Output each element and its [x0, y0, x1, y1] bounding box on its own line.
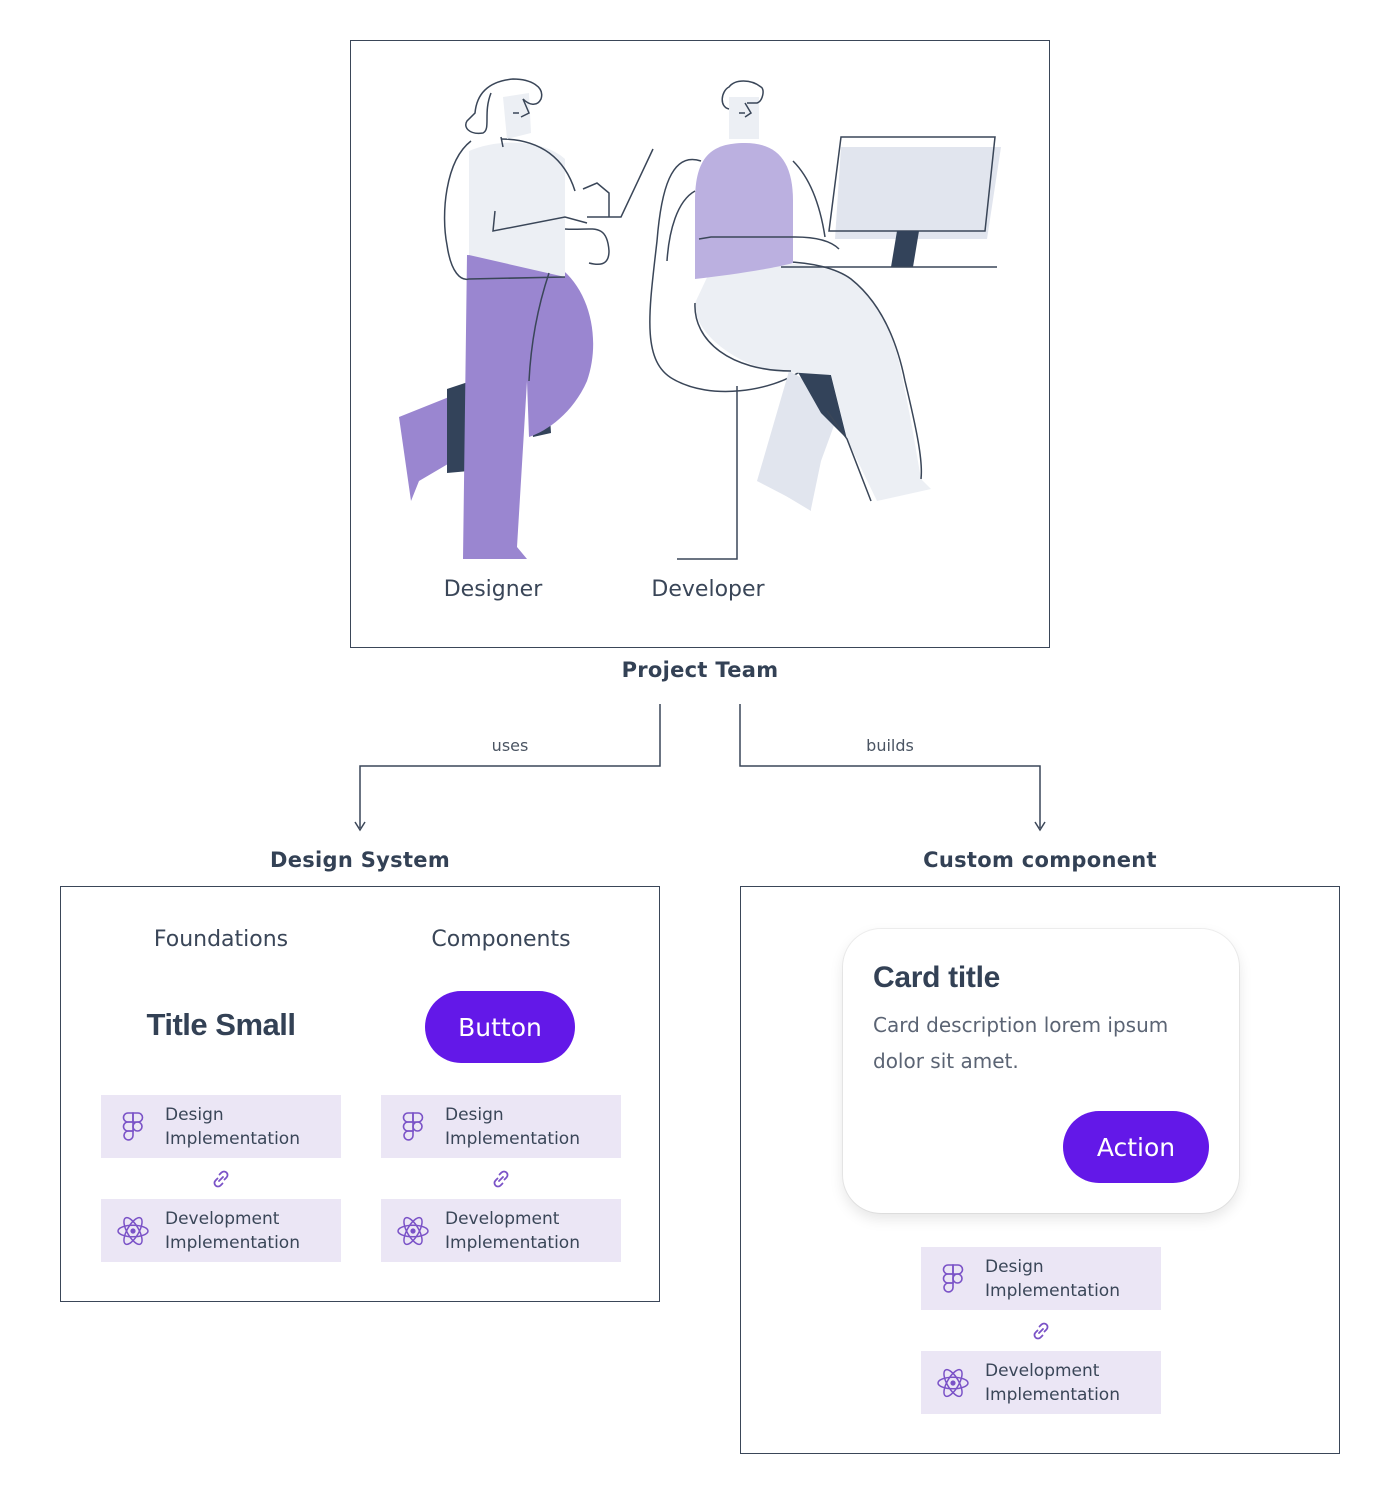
designer-front-leg: [463, 255, 551, 559]
impl-line-2: Implementation: [445, 1128, 580, 1149]
designer-label: Designer: [443, 577, 543, 602]
edge-uses-arrowhead: [354, 821, 366, 832]
impl-line-1: Development: [445, 1208, 560, 1229]
impl-line-1: Design: [985, 1256, 1044, 1277]
foundations-label: Foundations: [153, 927, 289, 952]
designer-hair: [465, 78, 543, 135]
edge-uses: [359, 704, 661, 828]
react-icon: [117, 1216, 149, 1245]
monitor-screen-fill: [835, 147, 1001, 239]
impl-line-2: Implementation: [985, 1280, 1120, 1301]
figma-icon: [122, 1111, 144, 1141]
card-action-button[interactable]: Action: [1063, 1111, 1209, 1183]
designer-face: [503, 93, 531, 139]
team-illustration: [399, 78, 1001, 560]
edge-label-builds: builds: [866, 736, 914, 755]
react-icon: [937, 1368, 969, 1397]
developer-thigh: [694, 262, 931, 501]
figma-icon: [942, 1263, 964, 1293]
impl-line-2: Implementation: [445, 1232, 580, 1253]
edge-builds-arrowhead: [1034, 821, 1046, 832]
developer-label: Developer: [651, 577, 765, 602]
impl-line-2: Implementation: [165, 1232, 300, 1253]
link-icon: [1033, 1322, 1049, 1340]
title-small-sample: Title Small: [146, 1007, 297, 1042]
impl-line-2: Implementation: [985, 1384, 1120, 1405]
figma-icon: [402, 1111, 424, 1141]
impl-line-1: Development: [165, 1208, 280, 1229]
impl-line-2: Implementation: [165, 1128, 300, 1149]
developer-torso: [695, 143, 793, 279]
edge-label-uses: uses: [491, 736, 529, 755]
designer-back-leg: [399, 397, 453, 501]
link-icon: [213, 1170, 229, 1188]
developer-face: [729, 97, 759, 139]
card-component: Card title Card description lorem ipsum …: [843, 929, 1239, 1213]
react-icon: [397, 1216, 429, 1245]
card-title: Card title: [873, 961, 1001, 994]
project-team-title: Project Team: [621, 658, 779, 682]
designer-torso-fill: [469, 142, 565, 277]
impl-line-1: Design: [165, 1104, 224, 1125]
button-component-sample[interactable]: Button: [425, 991, 575, 1063]
monitor-stand: [891, 231, 919, 267]
link-icon: [493, 1170, 509, 1188]
edge-builds: [739, 704, 1041, 828]
developer-back-foot: [757, 481, 811, 511]
connector-edges: [354, 704, 1046, 832]
laptop: [587, 148, 654, 218]
custom-component-title: Custom component: [923, 848, 1157, 872]
components-label: Components: [431, 927, 571, 952]
chair-back: [649, 158, 802, 393]
developer-hair: [721, 80, 764, 110]
impl-line-1: Development: [985, 1360, 1100, 1381]
monitor-frame: [828, 136, 996, 232]
project-team-frame: Designer Developer: [350, 40, 1050, 648]
design-system-title: Design System: [269, 848, 451, 872]
card-description: Card description lorem ipsum dolor sit a…: [873, 1013, 1169, 1073]
custom-component-frame: Card title Card description lorem ipsum …: [740, 886, 1340, 1454]
impl-line-1: Design: [445, 1104, 504, 1125]
